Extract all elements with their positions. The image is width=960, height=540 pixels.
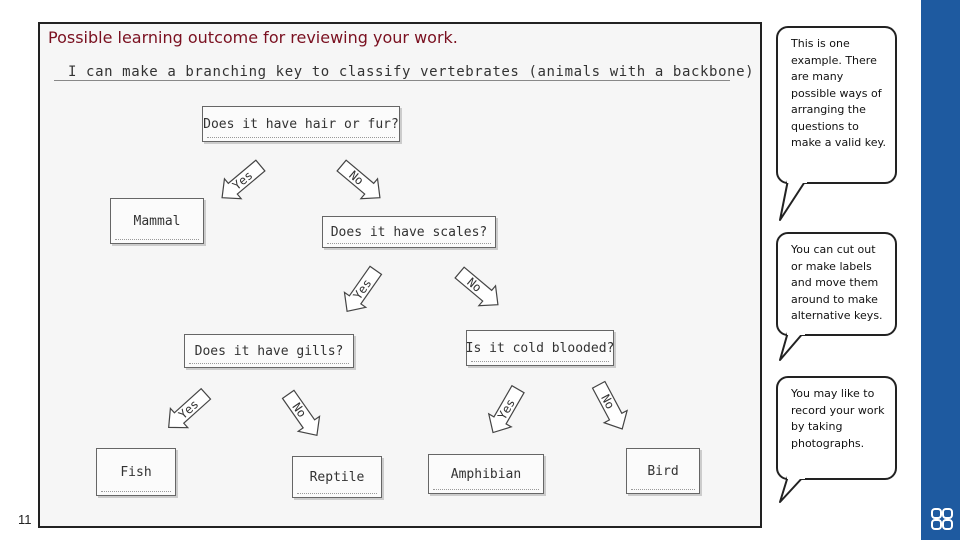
slide-number: 11 (18, 512, 32, 527)
subheading-underline (54, 80, 730, 81)
arrow-no-scales: No (336, 159, 381, 200)
arrow-label-no: No (598, 392, 617, 411)
speech-bubble-tail (779, 475, 805, 503)
question-hair-box: Does it have hair or fur? (202, 106, 400, 142)
bubble-text: This is one example. There are many poss… (791, 37, 886, 149)
speech-bubble-photographs: You may like to record your work by taki… (776, 376, 897, 480)
photo-subheading: I can make a branching key to classify v… (68, 64, 755, 80)
answer-mammal-box: Mammal (110, 198, 204, 244)
question-scales-box: Does it have scales? (322, 216, 496, 248)
answer-amphibian-box: Amphibian (428, 454, 544, 494)
side-bar (921, 0, 960, 540)
bubble-text: You can cut out or make labels and move … (791, 243, 883, 322)
arrow-label-no: No (289, 400, 309, 420)
arrow-yes-gills: Yes (343, 265, 383, 313)
answer-reptile-box: Reptile (292, 456, 382, 498)
arrow-yes-fish: Yes (168, 387, 212, 429)
arrow-yes-mammal: Yes (221, 159, 266, 200)
arrow-yes-amphibian: Yes (487, 384, 525, 434)
arrow-no-reptile: No (281, 389, 321, 437)
speech-bubble-tail (779, 331, 805, 361)
speech-bubble-cut-out: You can cut out or make labels and move … (776, 232, 897, 336)
slide-heading: Possible learning outcome for reviewing … (48, 28, 458, 47)
brand-logo-icon (931, 508, 953, 530)
arrow-no-cold: No (454, 266, 499, 307)
answer-fish-box: Fish (96, 448, 176, 496)
arrow-no-bird: No (591, 380, 629, 430)
answer-bird-box: Bird (626, 448, 700, 494)
speech-bubble-tail (779, 179, 807, 221)
question-cold-box: Is it cold blooded? (466, 330, 614, 366)
question-gills-box: Does it have gills? (184, 334, 354, 368)
bubble-text: You may like to record your work by taki… (791, 387, 885, 450)
speech-bubble-example: This is one example. There are many poss… (776, 26, 897, 184)
branching-key-photo: Possible learning outcome for reviewing … (38, 22, 762, 528)
